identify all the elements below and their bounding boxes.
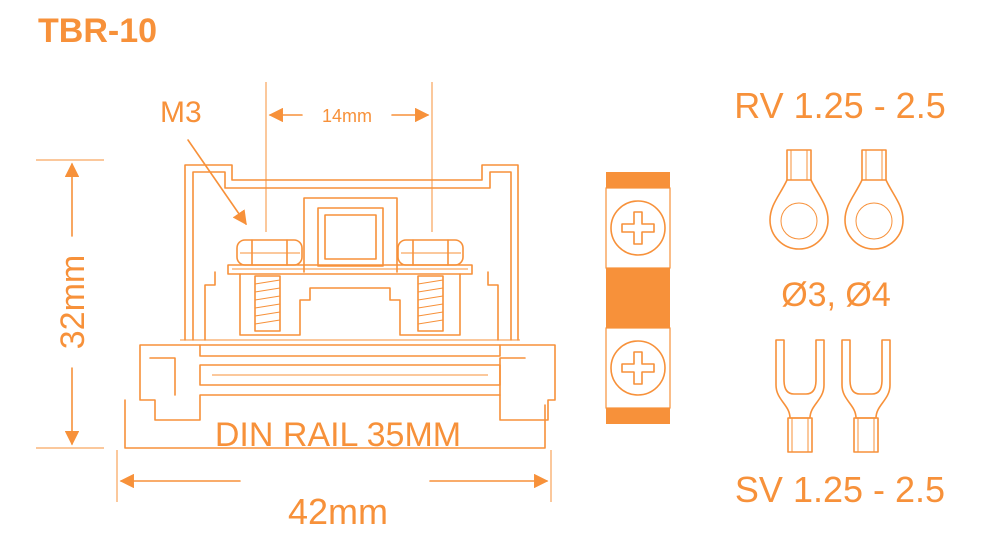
pitch-label: 14mm — [322, 106, 372, 126]
height-dimension: 32mm — [36, 159, 104, 449]
left-screw — [236, 239, 303, 266]
terminal-side-view — [605, 172, 671, 424]
fork-terminal-label: SV 1.25 - 2.5 — [735, 469, 945, 510]
screw-pointer-arrow — [187, 139, 247, 226]
pitch-dimension: 14mm — [265, 82, 433, 232]
ring-terminal-label: RV 1.25 - 2.5 — [734, 85, 945, 126]
right-screw — [397, 239, 464, 266]
top-screw-head — [610, 200, 666, 256]
screw-size-label: M3 — [160, 96, 202, 129]
bottom-screw-head — [610, 340, 666, 396]
terminal-front-view — [124, 164, 556, 449]
din-rail-label: DIN RAIL 35MM — [215, 416, 461, 454]
fork-terminal-left — [775, 339, 825, 453]
width-dimension: 42mm — [116, 450, 552, 532]
width-label: 42mm — [288, 491, 388, 532]
ring-terminal-left — [769, 149, 829, 250]
model-title: TBR-10 — [38, 12, 157, 50]
fork-terminal-right — [841, 339, 891, 453]
height-label: 32mm — [54, 255, 92, 349]
ring-diameter-label: Ø3, Ø4 — [781, 276, 891, 314]
ring-terminal-right — [844, 149, 904, 250]
